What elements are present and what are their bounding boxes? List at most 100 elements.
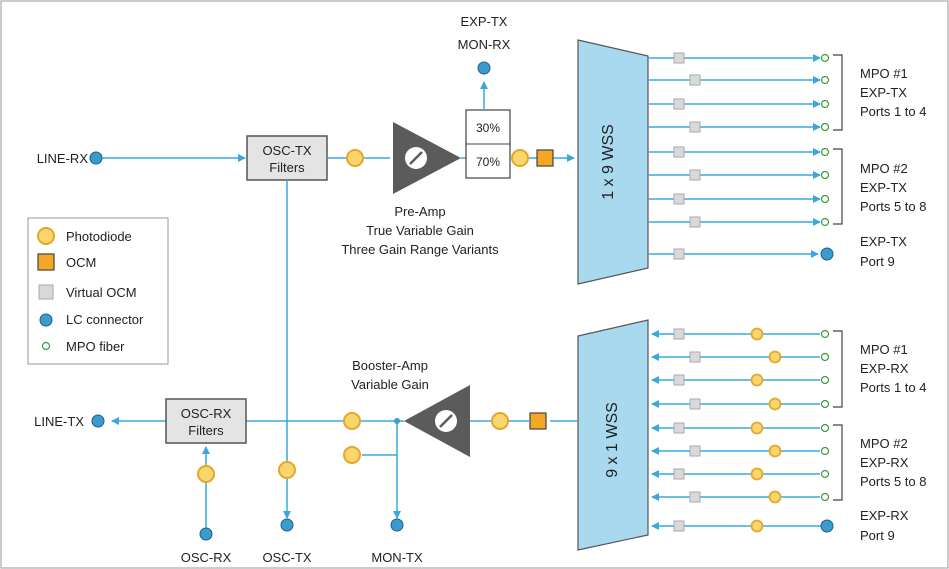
- mon-tx-label: MON-TX: [371, 550, 423, 565]
- virtual-ocm-icon: [689, 216, 701, 228]
- mpo-fiber-icon: [820, 217, 830, 227]
- virtual-ocm-icon: [673, 248, 685, 260]
- photodiode-icon: [750, 519, 764, 533]
- bottom-path: 9 x 1 WSS: [34, 319, 926, 565]
- pre-amp-gain-label: True Variable Gain: [366, 223, 474, 238]
- mpo-fiber-icon: [820, 170, 830, 180]
- pre-amp-dial-needle: [409, 151, 423, 165]
- osc-tx-label: OSC-TX: [262, 550, 311, 565]
- photodiode-icon: [768, 397, 782, 411]
- tx-group2-bracket: [833, 148, 843, 225]
- rx-group1-type: EXP-RX: [860, 361, 909, 376]
- virtual-ocm-icon: [673, 422, 685, 434]
- line-rx-label: LINE-RX: [37, 151, 89, 166]
- ocm-icon: [37, 253, 55, 271]
- wss-bottom-inputs: [651, 327, 834, 533]
- line-rx-lc-connector-icon: [89, 151, 103, 165]
- photodiode-icon: [278, 461, 296, 479]
- photodiode-icon: [343, 412, 361, 430]
- wss-9x1-label: 9 x 1 WSS: [604, 402, 621, 478]
- legend: Photodiode OCM Virtual OCM LC connector …: [27, 217, 169, 365]
- mpo-fiber-icon: [820, 53, 830, 63]
- virtual-ocm-icon: [673, 52, 685, 64]
- osc-rx-lc-connector-icon: [199, 527, 213, 541]
- virtual-ocm-icon: [689, 351, 701, 363]
- rx-group2-bracket: [833, 424, 843, 501]
- rx-port9-lc-connector-icon: [820, 519, 834, 533]
- splitter-70-label: 70%: [476, 155, 500, 169]
- ocm-icon: [536, 149, 554, 167]
- virtual-ocm-icon: [673, 98, 685, 110]
- legend-lc-connector-label: LC connector: [66, 312, 144, 327]
- mpo-fiber-icon: [820, 375, 830, 385]
- photodiode-icon: [343, 446, 361, 464]
- line-tx-lc-connector-icon: [91, 414, 105, 428]
- rx-group2-ports: Ports 5 to 8: [860, 474, 926, 489]
- osc-tx-filters-line2: Filters: [269, 160, 305, 175]
- rx-port9-label: Port 9: [860, 528, 895, 543]
- osc-tx-lc-connector-icon: [280, 518, 294, 532]
- photodiode-icon: [750, 373, 764, 387]
- osc-tx-filters-line1: OSC-TX: [262, 143, 311, 158]
- virtual-ocm-icon: [689, 445, 701, 457]
- wss-1x9-block: [577, 39, 649, 285]
- virtual-ocm-icon: [673, 374, 685, 386]
- tx-group2-ports: Ports 5 to 8: [860, 199, 926, 214]
- photodiode-icon: [750, 421, 764, 435]
- virtual-ocm-icon: [673, 328, 685, 340]
- photodiode-icon: [768, 490, 782, 504]
- virtual-ocm-icon: [689, 398, 701, 410]
- legend-ocm-label: OCM: [66, 255, 96, 270]
- virtual-ocm-icon: [38, 284, 54, 300]
- booster-amp-dial-needle: [439, 414, 453, 428]
- mpo-fiber-icon: [820, 122, 830, 132]
- top-path: LINE-RX OSC-TX Filters 30% 70% EXP-TX MO…: [37, 14, 926, 519]
- mpo-fiber-icon: [820, 399, 830, 409]
- mpo-fiber-icon: [41, 341, 51, 351]
- osc-rx-label: OSC-RX: [181, 550, 232, 565]
- virtual-ocm-icon: [689, 491, 701, 503]
- photodiode-icon: [750, 467, 764, 481]
- photodiode-icon: [768, 350, 782, 364]
- mon-rx-label: MON-RX: [458, 37, 511, 52]
- osc-rx-filters-line1: OSC-RX: [181, 406, 232, 421]
- tx-port9-lc-connector-icon: [820, 247, 834, 261]
- tx-port9-label: Port 9: [860, 254, 895, 269]
- legend-virtual-ocm-label: Virtual OCM: [66, 285, 137, 300]
- photodiode-icon: [346, 149, 364, 167]
- tx-port9-type: EXP-TX: [860, 234, 907, 249]
- exp-tx-top-label: EXP-TX: [461, 14, 508, 29]
- rx-group1-mpo: MPO #1: [860, 342, 908, 357]
- photodiode-icon: [491, 412, 509, 430]
- osc-rx-filters-block: [165, 398, 247, 444]
- rx-group2-mpo: MPO #2: [860, 436, 908, 451]
- virtual-ocm-icon: [673, 520, 685, 532]
- rx-group1-bracket: [833, 330, 843, 408]
- photodiode-icon: [511, 149, 529, 167]
- tx-group2-type: EXP-TX: [860, 180, 907, 195]
- virtual-ocm-icon: [689, 74, 701, 86]
- mpo-fiber-icon: [820, 75, 830, 85]
- pre-amp-variants-label: Three Gain Range Variants: [341, 242, 499, 257]
- virtual-ocm-icon: [673, 468, 685, 480]
- wss-1x9-label: 1 x 9 WSS: [600, 124, 617, 200]
- mpo-fiber-icon: [820, 352, 830, 362]
- virtual-ocm-icon: [673, 193, 685, 205]
- photodiode-icon: [768, 444, 782, 458]
- ocm-icon: [529, 412, 547, 430]
- lc-connector-icon: [39, 313, 53, 327]
- virtual-ocm-icon: [689, 121, 701, 133]
- tx-group1-bracket: [833, 54, 843, 131]
- osc-rx-filters-line2: Filters: [188, 423, 224, 438]
- tx-group2-mpo: MPO #2: [860, 161, 908, 176]
- wss-9x1-block: [577, 319, 649, 551]
- booster-amp-label: Booster-Amp: [352, 358, 428, 373]
- booster-amp-gain-label: Variable Gain: [351, 377, 429, 392]
- tx-group1-ports: Ports 1 to 4: [860, 104, 926, 119]
- mpo-fiber-icon: [820, 446, 830, 456]
- rx-group1-ports: Ports 1 to 4: [860, 380, 926, 395]
- virtual-ocm-icon: [673, 146, 685, 158]
- photodiode-icon: [197, 465, 215, 483]
